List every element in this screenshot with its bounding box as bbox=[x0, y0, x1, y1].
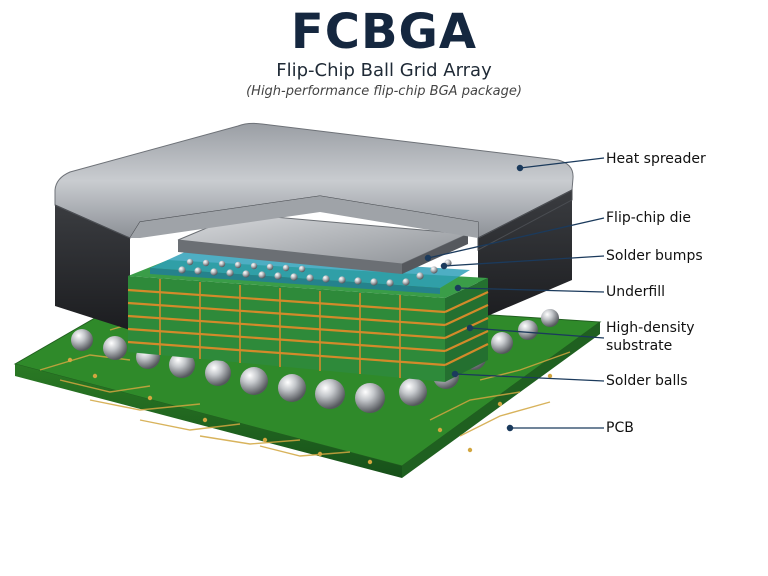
label-substrate: High-density substrate bbox=[606, 319, 695, 355]
label-underfill: Underfill bbox=[606, 284, 665, 300]
label-heat-spreader: Heat spreader bbox=[606, 151, 706, 167]
solder-bumps bbox=[178, 258, 452, 287]
underfill bbox=[150, 252, 470, 294]
label-substrate-line2: substrate bbox=[606, 338, 673, 354]
label-solder-bumps: Solder bumps bbox=[606, 248, 703, 264]
page-note: (High-performance flip-chip BGA package) bbox=[246, 84, 522, 99]
heat-spreader bbox=[54, 122, 574, 251]
label-flip-chip-die: Flip-chip die bbox=[606, 210, 691, 226]
label-substrate-line1: High-density bbox=[606, 320, 695, 336]
label-solder-balls: Solder balls bbox=[606, 373, 688, 389]
flip-chip-die bbox=[177, 213, 470, 274]
leader-lines bbox=[424, 157, 605, 432]
page-subtitle: Flip-Chip Ball Grid Array bbox=[276, 60, 492, 81]
heat-spreader-frame bbox=[55, 190, 572, 330]
label-pcb: PCB bbox=[606, 420, 634, 436]
page-title: FCBGA bbox=[290, 4, 478, 60]
